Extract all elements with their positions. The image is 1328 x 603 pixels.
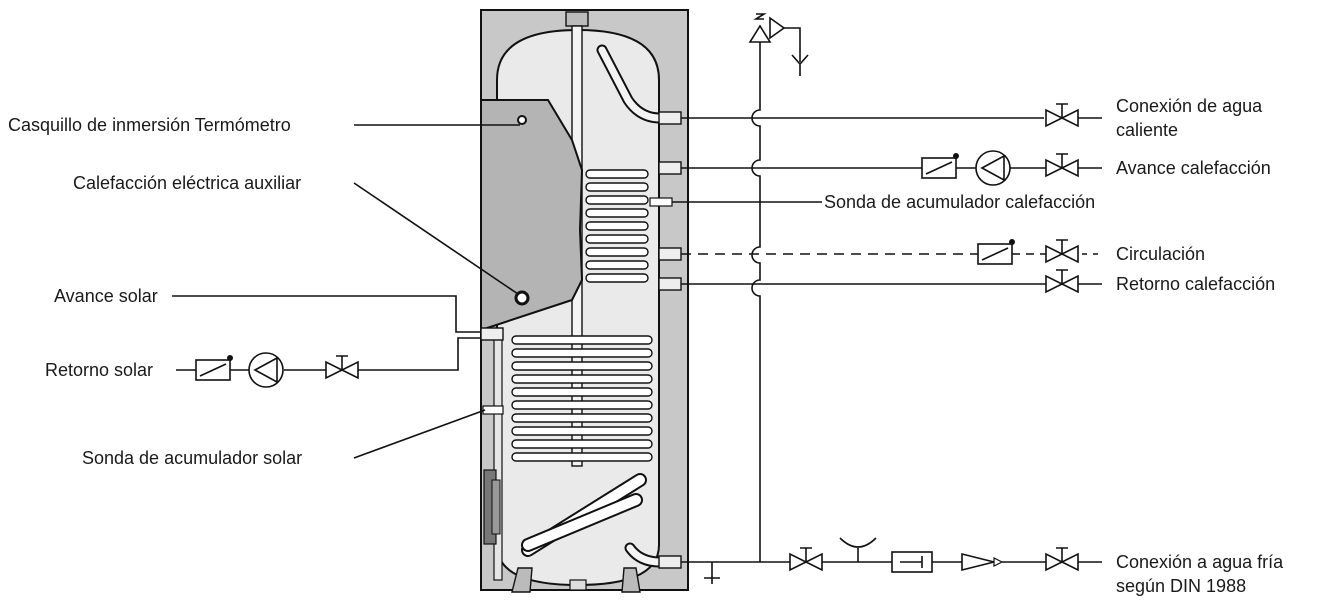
cold-water-connector (658, 555, 682, 569)
heating-flow-valve-icon (1045, 153, 1102, 178)
reducer-icon (961, 552, 1004, 572)
drain-tap-icon (704, 562, 720, 584)
heating-flow-check-valve-icon (921, 153, 959, 179)
cold-water-riser (751, 42, 761, 562)
solar-flow-line (172, 295, 481, 333)
hot-water-connector (658, 111, 682, 125)
label-cold-water-1: Conexión a agua fría (1116, 552, 1284, 572)
heating-return-valve-icon (1045, 269, 1102, 294)
tank-foot-left (511, 567, 533, 593)
label-circulation: Circulación (1116, 244, 1205, 264)
circulation-check-valve-icon (977, 239, 1015, 265)
label-heating-sensor: Sonda de acumulador calefacción (824, 192, 1095, 212)
heater-element-point (514, 290, 530, 306)
solar-connector (480, 327, 504, 341)
circulation-valve-icon (1045, 239, 1102, 264)
solar-check-valve-icon (195, 355, 233, 381)
tank-foot-right (621, 567, 641, 593)
solar-return-line (358, 337, 481, 371)
heating-pump-icon (975, 150, 1011, 186)
safety-valve-icon (748, 13, 809, 76)
top-connection (565, 11, 589, 27)
label-solar-flow: Avance solar (54, 286, 158, 306)
thermometer-sleeve-point (517, 115, 527, 125)
heating-sensor-sleeve (649, 197, 673, 207)
funnel-icon (839, 537, 877, 562)
filter-icon (891, 551, 933, 573)
cold-water-valve-2-icon (1045, 547, 1102, 572)
heating-flow-connector (658, 161, 682, 175)
hot-water-valve-icon (1045, 103, 1102, 128)
electric-heater-block (480, 99, 584, 332)
label-hot-water-1: Conexión de agua (1116, 96, 1263, 116)
label-cold-water-2: según DIN 1988 (1116, 576, 1246, 596)
heating-return-connector (658, 277, 682, 291)
solar-coil (511, 335, 653, 462)
solar-sensor-leader (353, 409, 486, 459)
bottom-drain (569, 579, 587, 591)
label-thermometer-sleeve: Casquillo de inmersión Termómetro (8, 115, 291, 135)
label-hot-water-2: caliente (1116, 120, 1178, 140)
solar-return-valve-icon (325, 355, 359, 380)
circulation-connector (658, 247, 682, 261)
label-solar-return: Retorno solar (45, 360, 153, 380)
label-heating-return: Retorno calefacción (1116, 274, 1275, 294)
label-solar-sensor: Sonda de acumulador solar (82, 448, 302, 468)
solar-pump-icon (248, 352, 284, 388)
label-heating-flow: Avance calefacción (1116, 158, 1271, 178)
solar-sensor-sleeve (482, 405, 504, 415)
label-electric-heater: Calefacción eléctrica auxiliar (73, 173, 301, 193)
heater-leader (353, 182, 519, 295)
cold-water-valve-1-icon (789, 547, 823, 572)
heating-coil (585, 169, 649, 283)
